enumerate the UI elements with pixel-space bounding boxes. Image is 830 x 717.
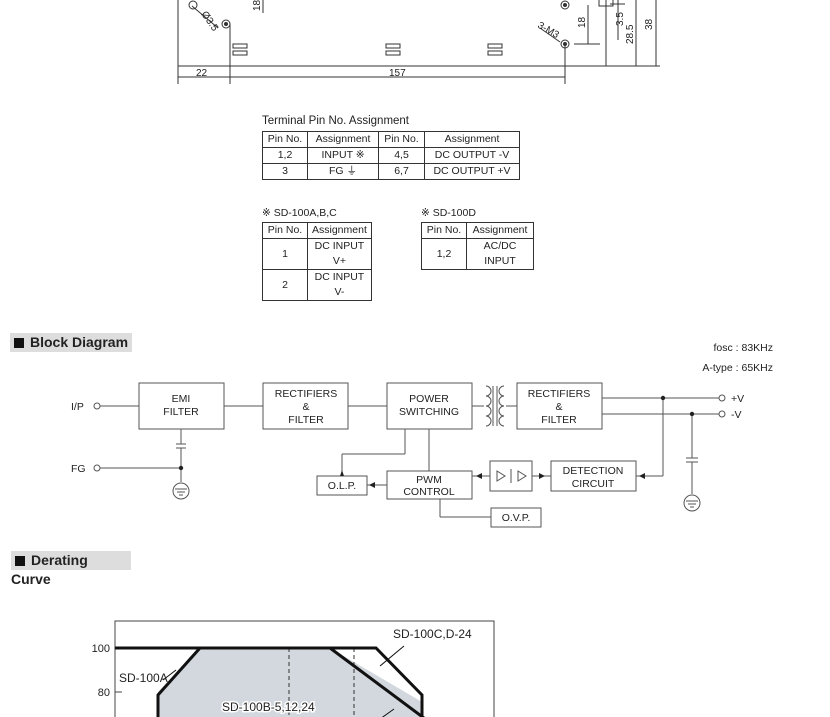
table-cell: 1,2 [421,238,467,270]
case-outline [177,0,607,67]
dim-38: 38 [644,18,655,30]
section-title: Derating Curve [11,552,88,587]
rect2-label-1: RECTIFIERS [528,388,590,400]
derating-curve: 100 80 SD-100C,D-24 SD-100A SD-100B-5,12… [92,620,495,717]
rect1-label-1: RECTIFIERS [275,388,337,400]
label-sd-100a: SD-100A [119,671,168,685]
note-d-table: Pin No. Assignment 1,2 AC/DC INPUT [421,222,534,270]
fg-label: FG [71,463,86,475]
pwm-label-2: CONTROL [403,486,454,498]
mount-hole-3 [560,0,570,10]
mount-dim-label: 3-M3 [536,20,562,41]
vminus-label: -V [731,409,742,421]
table-header: Pin No. [262,222,308,239]
mount-hole-4 [560,39,570,49]
ground-icon [683,494,701,512]
table-header: Assignment [307,131,379,148]
emi-label-2: FILTER [163,406,199,418]
dim-18-left: 18 [252,0,263,11]
table-cell: DC INPUT V+ [307,238,372,270]
derating-curve-header: Derating Curve [11,551,131,587]
table-cell: INPUT ※ [307,147,379,164]
dim-22: 22 [196,68,208,79]
atype-label: A-type : 65KHz [702,362,773,374]
curve-sd-100c-d [115,646,424,717]
table-cell: 3 [262,163,308,180]
table-cell: AC/DC INPUT [466,238,534,270]
table-cell: 2 [262,269,308,301]
rect1-label-2: & [302,401,309,413]
table-cell: 6,7 [378,163,425,180]
dim-3-5: 3.5 [615,12,626,26]
curve-sd-100a [156,647,202,717]
square-bullet-icon [14,338,24,348]
table-header: Pin No. [378,131,425,148]
block-diagram-header: Block Diagram [10,333,132,352]
table-row: 2 DC INPUT V- [262,269,372,301]
table-header-row: Pin No. Assignment [262,222,372,239]
vent-slot [487,43,503,49]
table-cell: DC OUTPUT +V [424,163,520,180]
ground-icon [172,482,190,500]
detection-label-2: CIRCUIT [572,478,615,490]
note-abc-table: Pin No. Assignment 1 DC INPUT V+ 2 DC IN… [262,222,372,301]
safe-area-fill [158,648,422,717]
table-header: Assignment [424,131,520,148]
ovp-label: O.V.P. [502,512,531,524]
dim-157: 157 [389,68,406,79]
note-d-title: ※ SD-100D [421,207,476,219]
section-title: Block Diagram [30,334,129,350]
table-header: Assignment [307,222,372,239]
ip-label: I/P [71,401,84,413]
dim-28-5: 28.5 [625,24,636,44]
vent-slot [232,43,248,49]
table-cell: DC OUTPUT -V [424,147,520,164]
table-row: 3 FG ⏚ 6,7 DC OUTPUT +V [262,163,520,180]
table-header-row: Pin No. Assignment Pin No. Assignment [262,131,520,148]
detection-label-1: DETECTION [563,465,624,477]
dim-18-right: 18 [577,16,588,28]
pwm-label-1: PWM [416,474,442,486]
terminal-table-title: Terminal Pin No. Assignment [262,115,410,127]
block-diagram: fosc : 83KHz A-type : 65KHz I/P FG [71,342,773,528]
y-tick-80: 80 [98,687,110,699]
rect2-label-3: FILTER [541,414,577,426]
mechanical-drawing: Ø3.5 3-M3 18 18 3.5 28.5 38 22 157 [177,0,660,84]
table-row: 1 DC INPUT V+ [262,238,372,270]
rect2-label-2: & [555,401,562,413]
terminal-pin-table: Pin No. Assignment Pin No. Assignment 1,… [262,131,520,180]
note-abc-title: ※ SD-100A,B,C [262,207,337,219]
vplus-label: +V [731,393,744,405]
power-label-2: SWITCHING [399,406,459,418]
rect1-label-3: FILTER [288,414,324,426]
table-cell: FG ⏚ [307,163,379,180]
curve-sd-100b [329,646,426,717]
y-tick-100: 100 [92,643,110,655]
table-header: Pin No. [262,131,308,148]
square-bullet-icon [15,556,25,566]
table-row: 1,2 AC/DC INPUT [421,238,534,270]
vent-slot [385,43,401,49]
olp-label: O.L.P. [328,480,356,492]
power-label-1: POWER [409,393,449,405]
table-header: Assignment [466,222,534,239]
table-cell: DC INPUT V- [307,269,372,301]
fosc-label: fosc : 83KHz [713,342,773,354]
table-cell: 4,5 [378,147,425,164]
mount-hole-1 [188,0,198,10]
table-cell: 1,2 [262,147,308,164]
label-sd-100c-d: SD-100C,D-24 [393,627,472,641]
table-row: 1,2 INPUT ※ 4,5 DC OUTPUT -V [262,147,520,164]
mount-hole-2 [221,19,231,29]
hole-dim-label: Ø3.5 [199,9,221,33]
table-header: Pin No. [421,222,467,239]
table-header-row: Pin No. Assignment [421,222,534,239]
label-sd-100b: SD-100B-5,12,24 [222,700,315,714]
emi-label-1: EMI [172,393,191,405]
table-cell: 1 [262,238,308,270]
